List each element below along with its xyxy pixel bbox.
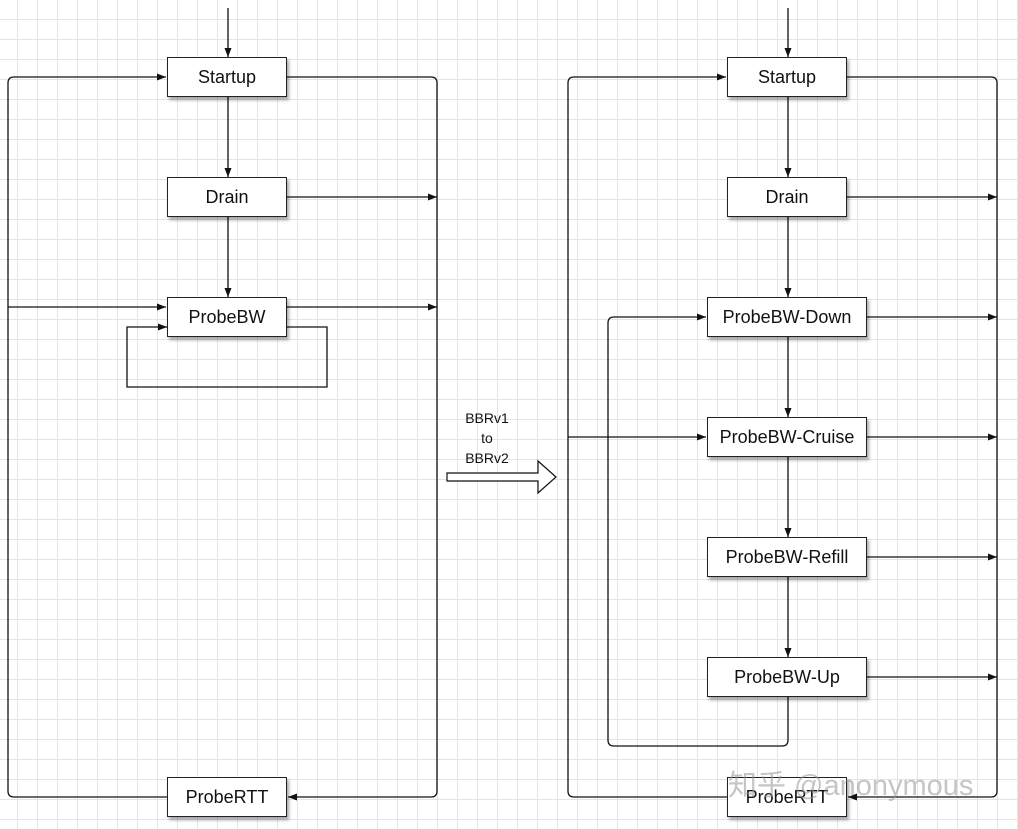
right-probebw-up-node: ProbeBW-Up bbox=[707, 657, 867, 697]
left-startup-node: Startup bbox=[167, 57, 287, 97]
left-probebw-node: ProbeBW bbox=[167, 297, 287, 337]
watermark: 知乎 @anonymous bbox=[728, 770, 974, 802]
right-probertt-node: ProbeRTT bbox=[727, 777, 847, 817]
right-probebw-down-node: ProbeBW-Down bbox=[707, 297, 867, 337]
transition-label-line1: BBRv1 bbox=[465, 410, 509, 426]
left-probertt-node: ProbeRTT bbox=[167, 777, 287, 817]
right-up-loop-back-to-down bbox=[607, 313, 789, 747]
left-proberrt-to-startup-line bbox=[7, 73, 167, 798]
right-drain-node: Drain bbox=[727, 177, 847, 217]
right-probebw-cruise-node: ProbeBW-Cruise bbox=[707, 417, 867, 457]
bbr-transition-arrow bbox=[446, 459, 557, 495]
left-drain-node: Drain bbox=[167, 177, 287, 217]
right-startup-node: Startup bbox=[727, 57, 847, 97]
right-proberrt-to-startup-line bbox=[567, 73, 727, 798]
transition-label-line2: to bbox=[481, 430, 493, 446]
right-startup-to-proberrt-line bbox=[847, 76, 998, 801]
transition-label-line3: BBRv2 bbox=[465, 450, 509, 466]
right-probebw-refill-node: ProbeBW-Refill bbox=[707, 537, 867, 577]
left-startup-to-proberrt-line bbox=[287, 76, 438, 801]
left-probebw-self-loop bbox=[126, 323, 328, 388]
